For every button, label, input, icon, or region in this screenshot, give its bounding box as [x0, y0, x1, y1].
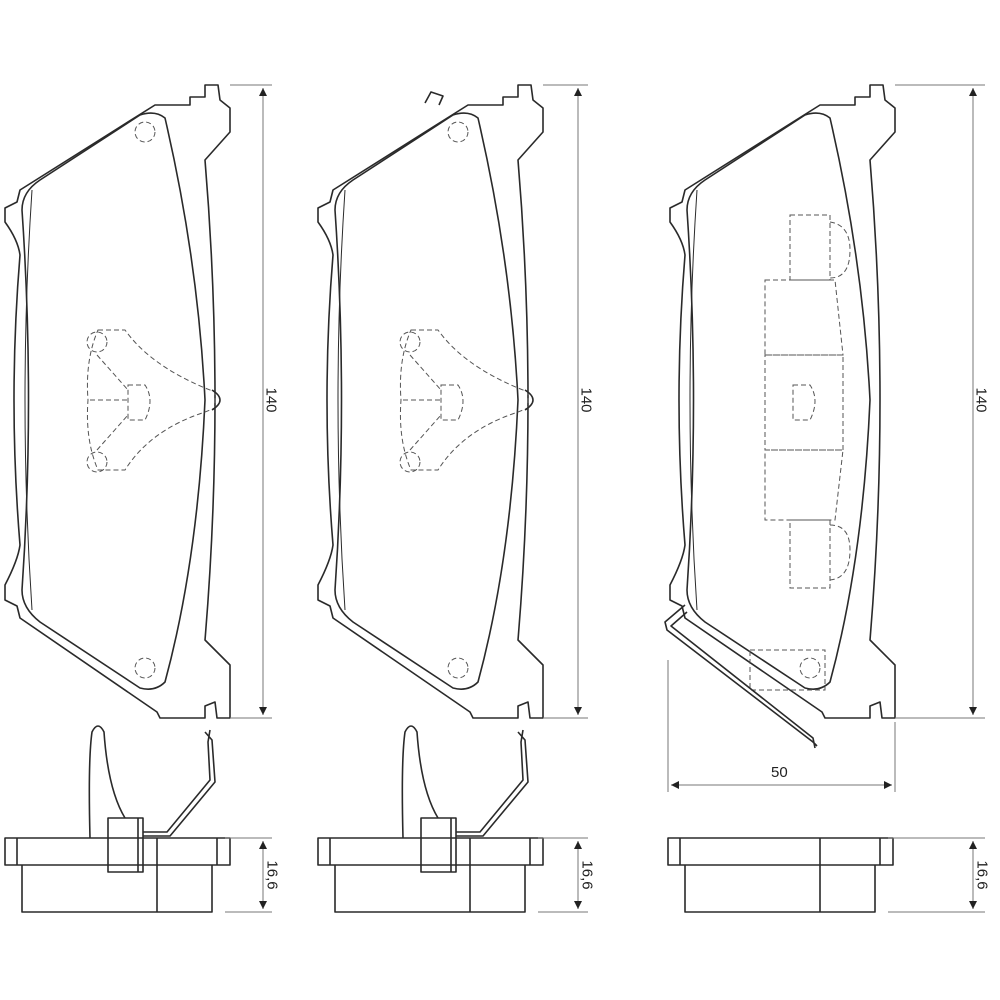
- pad-2-thickness-label: 16,6: [578, 860, 596, 890]
- pad-2-height-label: 140: [577, 387, 595, 413]
- pad-2-side-view: [317, 725, 544, 913]
- pad-3-side-view: [667, 837, 894, 913]
- pad-1-thickness-label: 16,6: [263, 860, 281, 890]
- dimension-lines: [225, 84, 985, 913]
- pad-3-height-label: 140: [972, 387, 990, 413]
- pad-1-height-label: 140: [262, 387, 280, 413]
- pad-3-front-view: [664, 84, 896, 749]
- pad-2-front-view: [317, 84, 544, 719]
- pad-1-front-view: [4, 84, 231, 719]
- pad-3-width-label: 50: [771, 764, 788, 781]
- pad-1-side-view: [4, 725, 231, 913]
- pad-3-thickness-label: 16,6: [973, 860, 991, 890]
